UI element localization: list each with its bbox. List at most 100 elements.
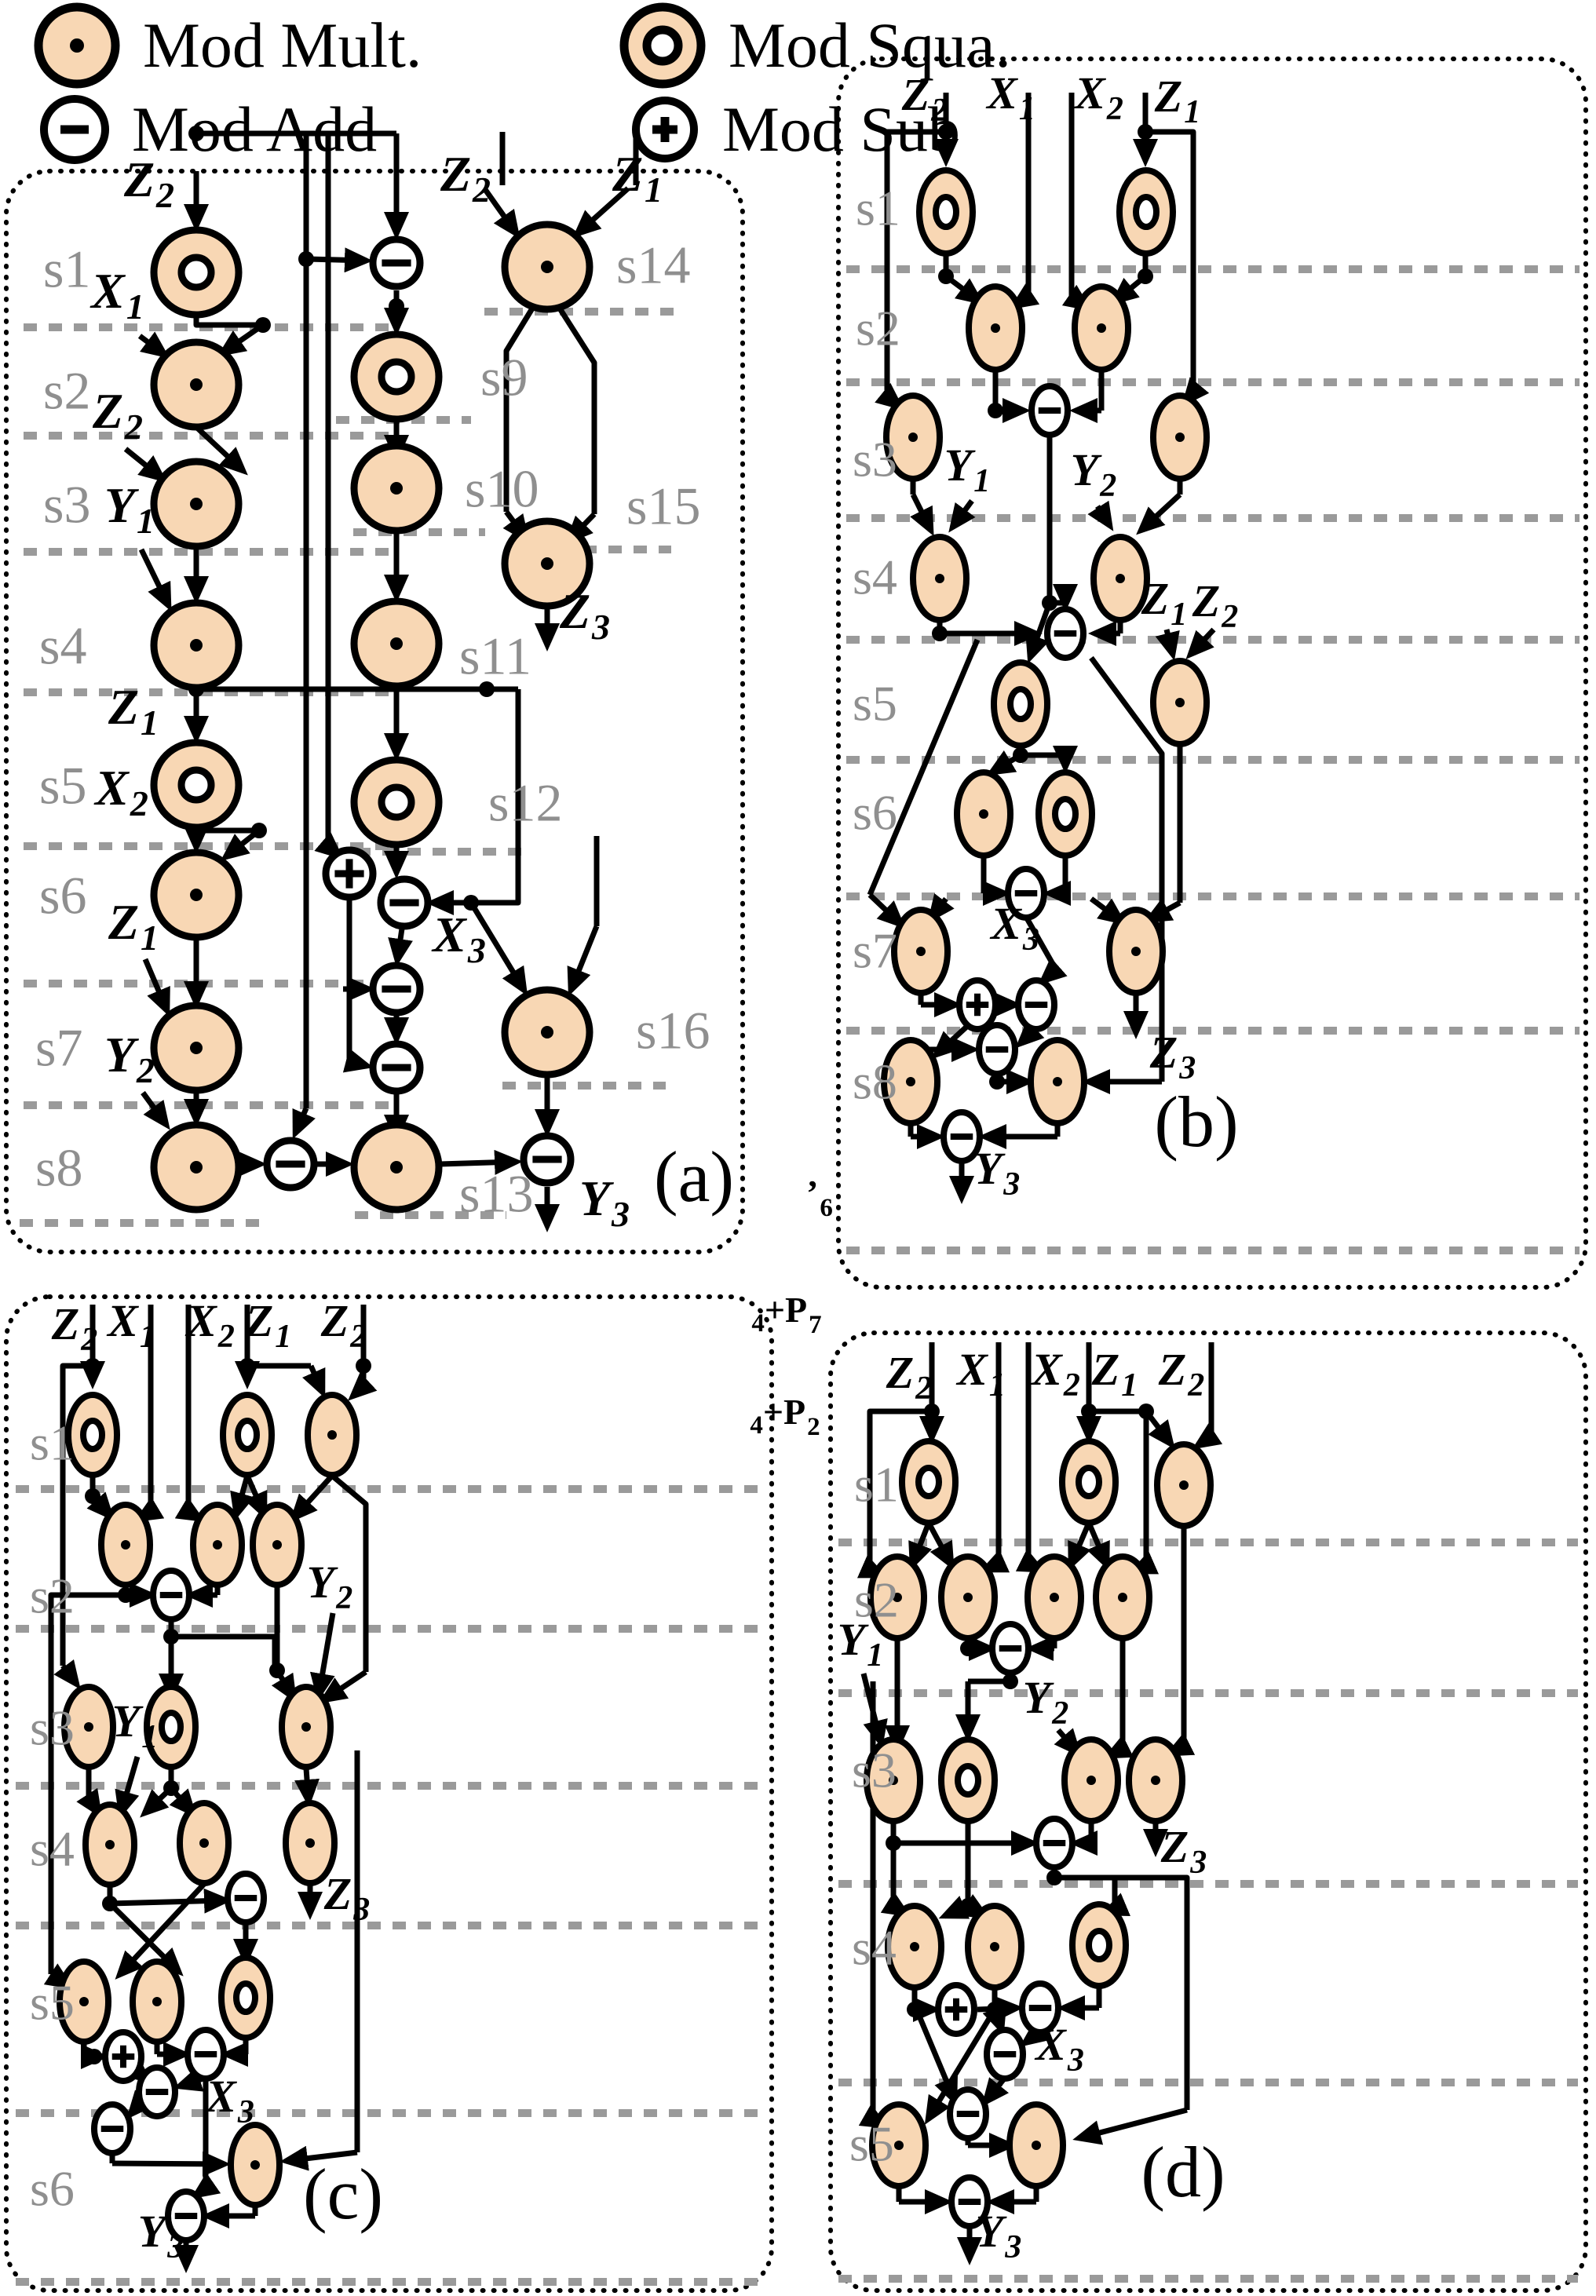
edge (910, 493, 934, 537)
edge (908, 1521, 933, 1571)
mod-mult-icon (34, 2, 120, 89)
stage-label-s11: s11 (459, 626, 531, 686)
mult-dot (121, 1540, 130, 1550)
edge (302, 1364, 326, 1399)
stage-label-s4: s4 (30, 1821, 75, 1877)
operand-label-X3: X3 (1034, 2019, 1084, 2079)
edge (171, 1633, 278, 1670)
junction-dot (988, 403, 1003, 418)
mod-sub-icon (632, 97, 698, 162)
operand-label-Z2: Z2 (320, 1295, 367, 1355)
stray-text-2: 4+P2 (750, 1392, 820, 1441)
junction-dot (86, 2049, 102, 2064)
junction-dot (1081, 1404, 1097, 1419)
edge (482, 186, 520, 239)
operand-label-Z3: Z3 (559, 583, 610, 647)
stage-label-s8: s8 (35, 1138, 82, 1198)
edge (289, 1473, 334, 1523)
junction-dot (1138, 1404, 1154, 1419)
edge (1136, 492, 1182, 535)
mult-dot (190, 378, 203, 391)
stage-label-s4: s4 (39, 616, 86, 676)
mult-dot (272, 1540, 282, 1550)
junction-dot (1013, 747, 1028, 763)
stray-text-1: 4+P7 (751, 1290, 821, 1339)
squa-ring (955, 1763, 981, 1798)
mult-dot (301, 1722, 311, 1732)
operand-label-X2: X2 (93, 760, 148, 823)
stage-label-s13: s13 (459, 1164, 533, 1224)
operand-label-X2: X2 (1030, 1344, 1080, 1404)
squa-ring (1076, 1465, 1102, 1499)
operand-label-Z1: Z1 (1141, 573, 1187, 633)
stage-label-s2: s2 (43, 361, 90, 421)
legend-label-mod-add: Mod Add (132, 93, 378, 165)
squa-ring (915, 1465, 942, 1499)
mult-dot (327, 1430, 337, 1440)
stage-label-s5: s5 (39, 756, 86, 816)
mult-dot (541, 557, 553, 570)
mult-dot (390, 482, 403, 495)
squa-ring (933, 194, 959, 230)
mult-dot (190, 498, 203, 510)
edge (141, 1090, 170, 1130)
edge (230, 1475, 254, 1521)
mult-dot (79, 1997, 89, 2006)
edge (244, 1474, 268, 1521)
junction-dot (251, 823, 267, 838)
junction-dot (938, 268, 954, 284)
stage-label-s4: s4 (852, 1920, 897, 1976)
stage-label-s5: s5 (30, 1975, 75, 2031)
edge (439, 1149, 523, 1175)
stage-label-s1: s1 (854, 1457, 899, 1513)
stage-label-s6: s6 (853, 785, 897, 841)
junction-dot (356, 1358, 371, 1374)
mult-dot (908, 433, 918, 442)
panel-border-d (828, 1331, 1588, 2293)
legend-item-mod-add: Mod Add (38, 93, 377, 166)
edge (469, 901, 528, 996)
mult-dot (213, 1540, 222, 1550)
operand-label-Z1: Z1 (1091, 1344, 1138, 1404)
junction-dot (1003, 1674, 1018, 1689)
mult-dot (1116, 574, 1125, 583)
stage-label-s4: s4 (853, 549, 897, 605)
mult-dot (390, 637, 403, 650)
junction-dot (960, 1898, 976, 1914)
edge (309, 1612, 336, 1702)
stage-label-s2: s2 (30, 1568, 75, 1624)
panel-letter-d: (d) (1141, 2132, 1225, 2212)
mult-dot (1118, 1593, 1127, 1602)
junction-dot (1042, 595, 1057, 611)
mult-dot (541, 261, 553, 273)
mult-dot (105, 1840, 115, 1849)
legend-label-mod-squa: Mod Squa. (729, 9, 1011, 81)
operand-label-Y2: Y2 (104, 1027, 155, 1090)
edge (557, 307, 597, 514)
junction-dot (255, 317, 271, 333)
junction-dot (118, 1587, 133, 1603)
edge (307, 247, 373, 273)
operand-label-Z3: Z3 (1149, 1027, 1196, 1086)
mult-dot (190, 1161, 203, 1174)
stage-label-s3: s3 (30, 1700, 75, 1756)
stage-label-s1: s1 (856, 181, 900, 236)
edge (330, 1473, 369, 1672)
mult-dot (916, 947, 926, 956)
edge (1038, 957, 1068, 986)
junction-dot (886, 1835, 901, 1851)
edge (348, 1372, 378, 1401)
mult-dot (963, 1593, 973, 1602)
mult-dot (305, 1838, 315, 1848)
mult-dot (199, 1838, 209, 1848)
junction-dot (188, 126, 204, 141)
junction-dot (163, 1629, 179, 1644)
legend-label-mod-mult: Mod Mult. (143, 9, 422, 81)
mult-dot (935, 574, 944, 583)
edge (115, 1882, 206, 1980)
operand-label-X1: X1 (985, 68, 1035, 127)
mult-dot (1151, 1776, 1160, 1785)
junction-dot (1046, 1870, 1062, 1885)
junction-dot (298, 251, 314, 267)
edge (108, 1901, 184, 1977)
